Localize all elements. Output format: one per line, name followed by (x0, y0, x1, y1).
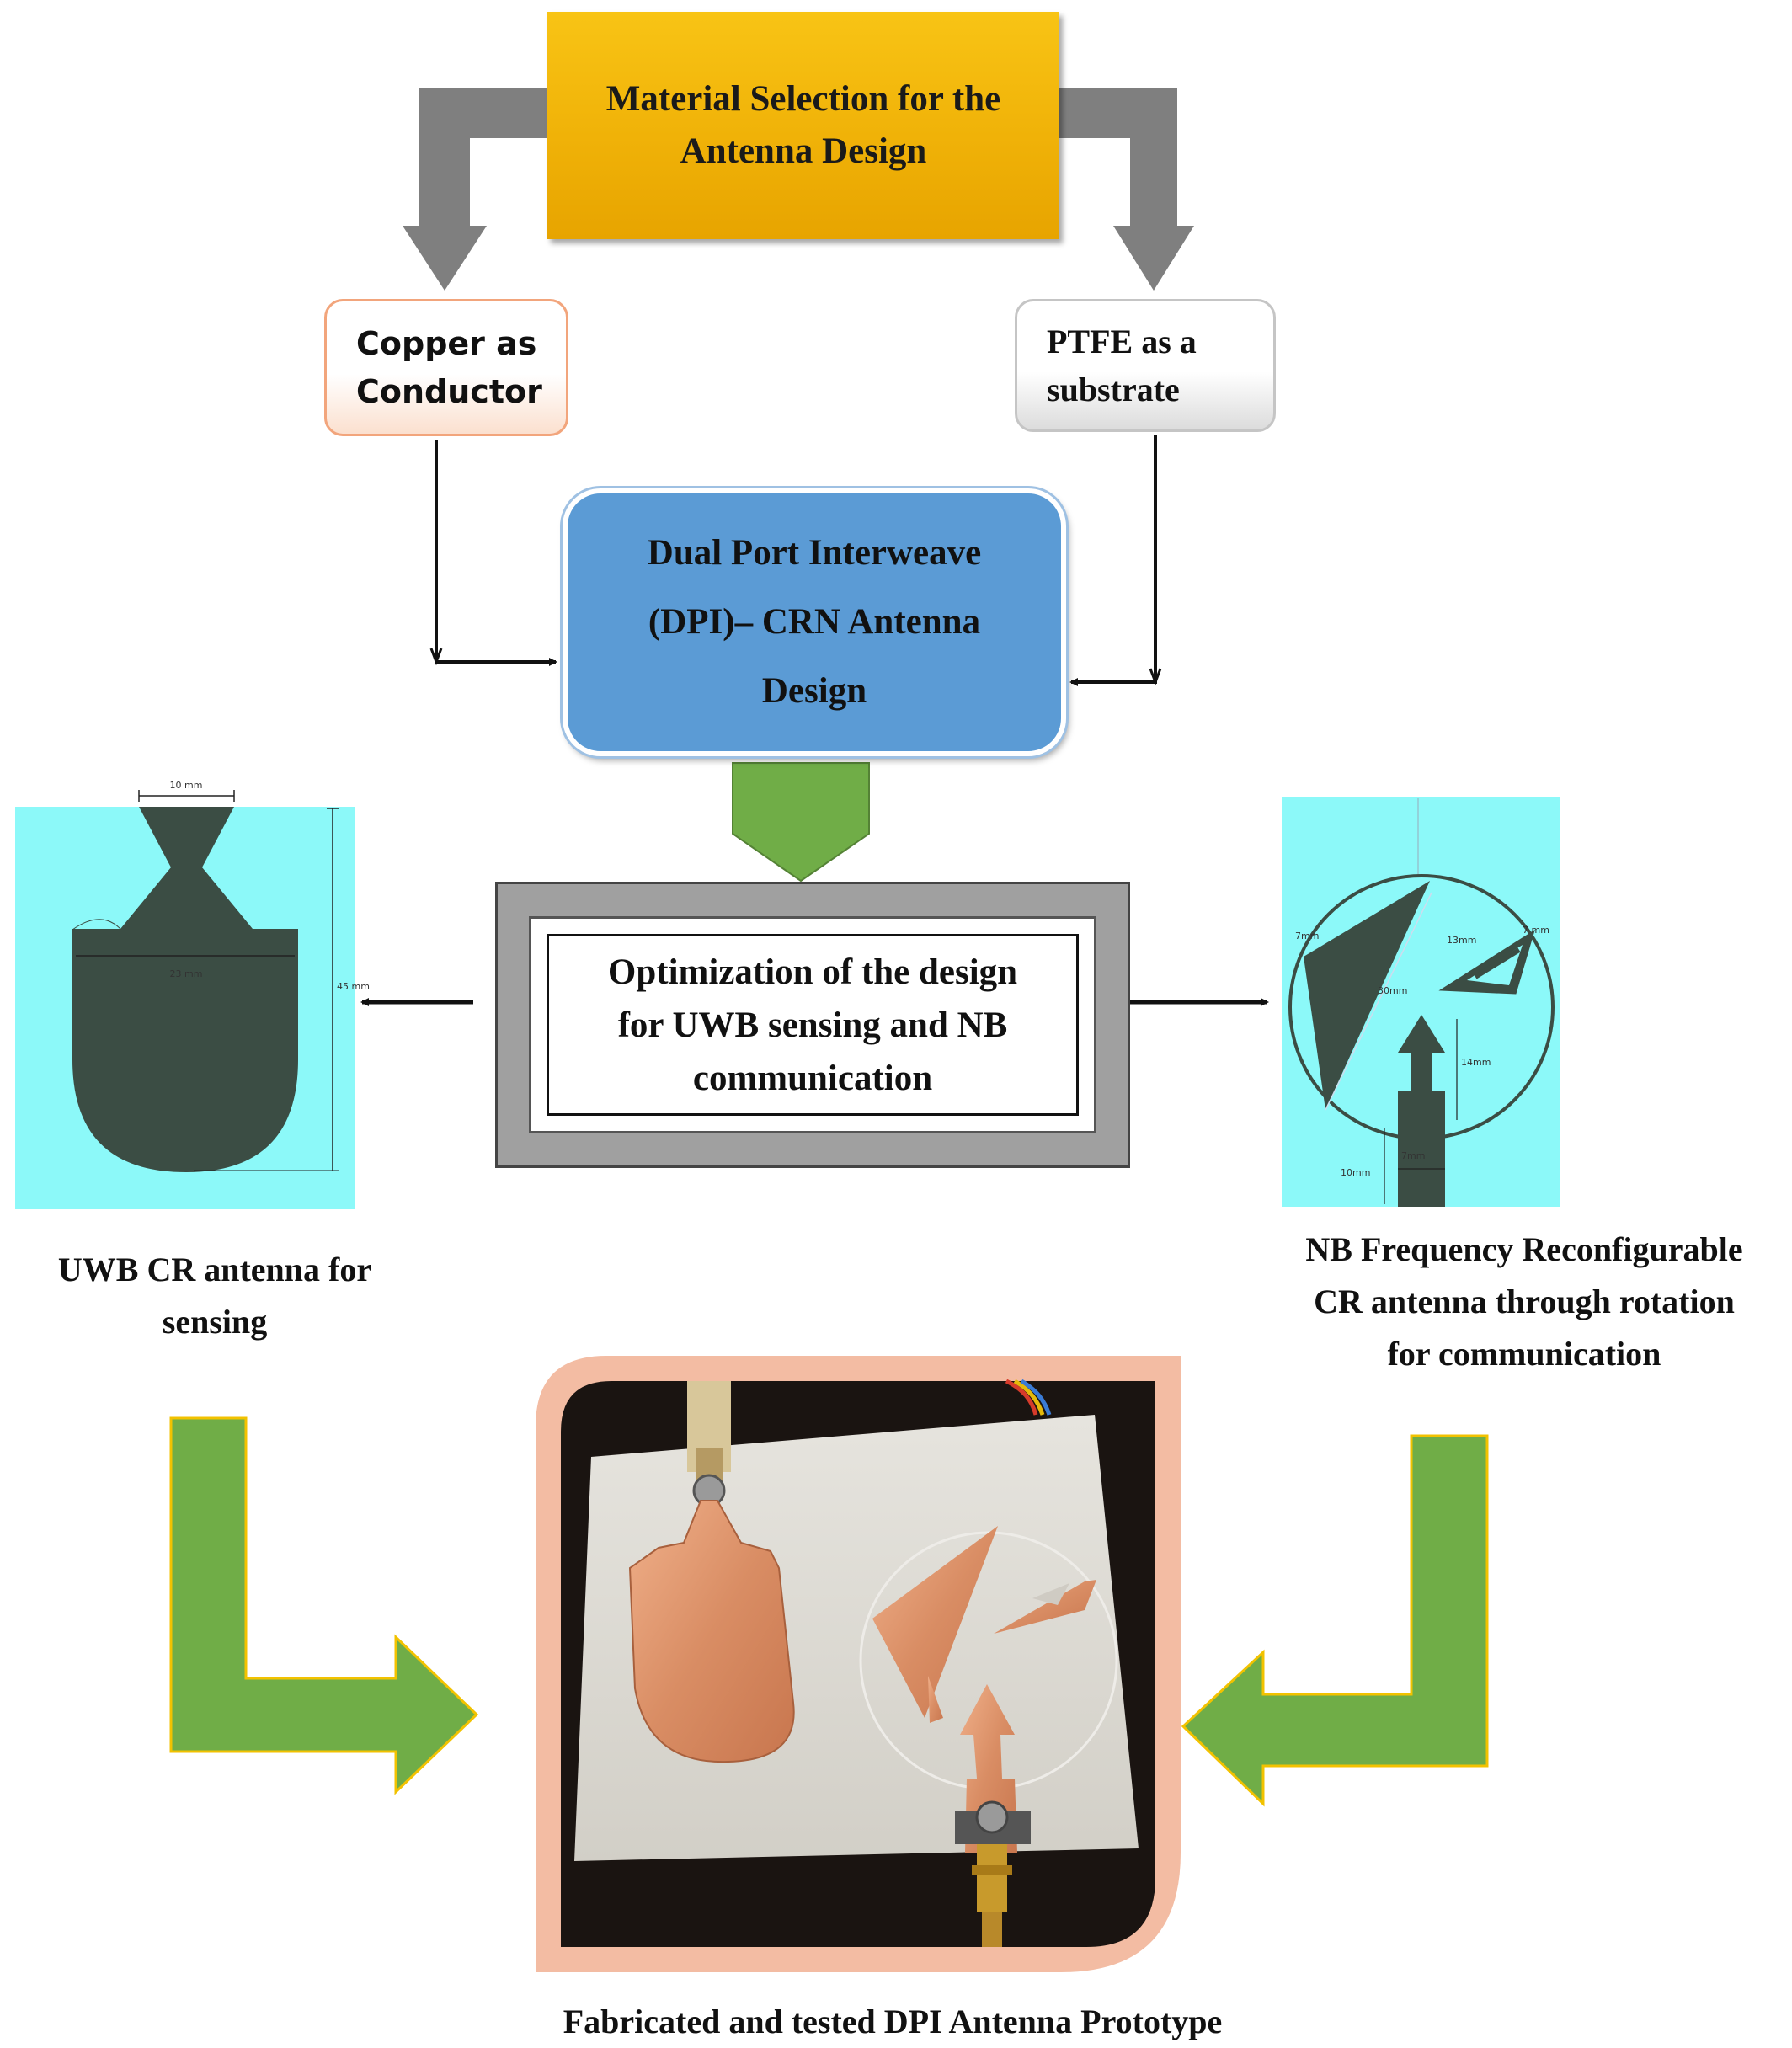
uwb-caption-line-2: sensing (162, 1303, 268, 1341)
green-arrow-left (169, 1416, 479, 1795)
gray-arrow-left (403, 88, 549, 291)
nb-copper-small-pattern (994, 1580, 1096, 1634)
dpi-antenna-design-box: Dual Port Interweave (DPI)– CRN Antenna … (563, 488, 1066, 756)
green-down-arrow (732, 762, 870, 883)
optimization-box-inner: Optimization of the design for UWB sensi… (547, 934, 1079, 1116)
nb-dim-7mm-b: 7 mm (1523, 925, 1549, 936)
copper-connector-tick (429, 648, 443, 666)
dpi-line-2: (DPI)– CRN Antenna (648, 602, 981, 642)
copper-to-dpi-arrow (435, 440, 557, 666)
optimization-line-3: communication (692, 1058, 933, 1098)
uwb-antenna-layout: 10 mm 23 mm 45 mm (15, 780, 370, 1209)
ptfe-substrate-box: PTFE as a substrate (1015, 299, 1276, 432)
nb-antenna-caption: NB Frequency Reconfigurable CR antenna t… (1259, 1224, 1789, 1380)
prototype-photo (536, 1356, 1181, 1972)
nb-caption-line-1: NB Frequency Reconfigurable (1305, 1230, 1743, 1268)
optimization-box-frame: Optimization of the design for UWB sensi… (529, 916, 1096, 1133)
nb-copper-large-triangle (872, 1526, 998, 1718)
nb-feed-arrow (1398, 1015, 1445, 1207)
uwb-copper-patch (628, 1500, 795, 1763)
ptfe-connector-tick (1149, 668, 1162, 686)
nb-dim-10mm: 10mm (1341, 1167, 1370, 1178)
prototype-caption: Fabricated and tested DPI Antenna Protot… (563, 2003, 1223, 2040)
uwb-antenna-caption: UWB CR antenna for sensing (17, 1244, 413, 1348)
optimization-box: Optimization of the design for UWB sensi… (495, 882, 1130, 1168)
optimization-line-1: Optimization of the design (607, 952, 1018, 992)
material-selection-box: Material Selection for the Antenna Desig… (547, 12, 1059, 239)
nb-caption-line-2: CR antenna through rotation (1314, 1283, 1735, 1320)
copper-line-1: Copper as (356, 324, 537, 362)
ptfe-line-1: PTFE as a (1047, 323, 1197, 360)
uwb-caption-line-1: UWB CR antenna for (57, 1251, 372, 1288)
dpi-line-1: Dual Port Interweave (647, 533, 982, 573)
nb-antenna-layout: 7mm 30mm 13mm 7 mm 14mm 7mm 10mm (1282, 797, 1560, 1207)
gray-arrow-right (1058, 88, 1194, 291)
material-line-1: Material Selection for the (605, 79, 1001, 119)
green-arrow-right (1181, 1434, 1489, 1807)
nb-large-triangle-patch (1304, 881, 1430, 1110)
uwb-dim-body-width: 23 mm (170, 968, 203, 979)
nb-dim-7mm-a: 7mm (1295, 931, 1319, 941)
uwb-dim-height: 45 mm (337, 981, 370, 992)
material-line-2: Antenna Design (680, 131, 927, 171)
uwb-dim-top-width: 10 mm (170, 780, 203, 791)
ptfe-line-2: substrate (1047, 371, 1180, 408)
uwb-radiator-patch (72, 807, 298, 1172)
nb-dim-7mm-c: 7mm (1401, 1150, 1425, 1161)
optimization-line-2: for UWB sensing and NB (617, 1005, 1008, 1045)
copper-conductor-box: Copper as Conductor (324, 299, 568, 436)
copper-line-2: Conductor (356, 372, 542, 410)
nb-dim-14mm: 14mm (1461, 1057, 1491, 1068)
dpi-line-3: Design (761, 671, 867, 711)
nb-caption-line-3: for communication (1387, 1335, 1661, 1373)
ptfe-to-dpi-arrow (1069, 435, 1157, 686)
nb-dim-30mm: 30mm (1378, 985, 1407, 996)
nb-dim-13mm: 13mm (1447, 935, 1476, 946)
